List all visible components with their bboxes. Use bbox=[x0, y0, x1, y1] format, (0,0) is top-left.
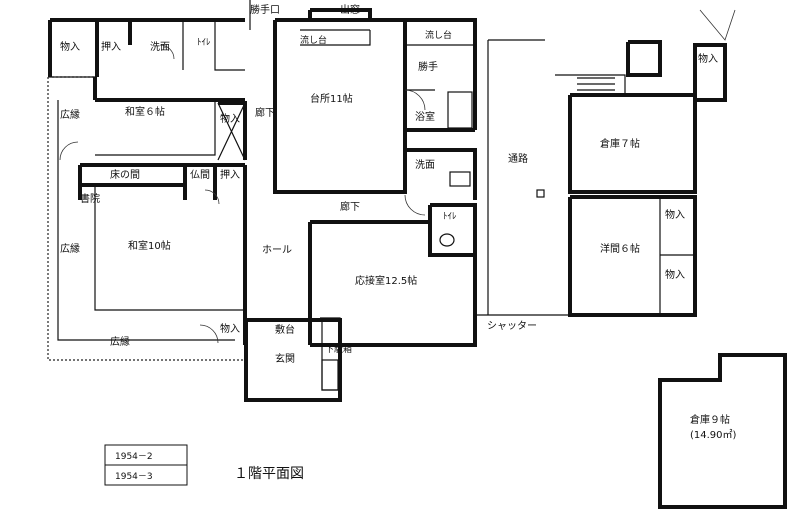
plan-title: １階平面図 bbox=[234, 466, 304, 482]
label-osetsu: 応接室12.5帖 bbox=[355, 274, 417, 287]
label-monoire-genkan: 物入 bbox=[220, 322, 240, 335]
label-toilet-top: ﾄｲﾚ bbox=[197, 38, 211, 48]
label-katte: 勝手 bbox=[418, 60, 438, 73]
label-toilet-mid: ﾄｲﾚ bbox=[443, 212, 457, 222]
label-shikidai: 敷台 bbox=[275, 323, 295, 336]
label-butsuma: 仏間 bbox=[190, 169, 210, 181]
label-shoin: 書院 bbox=[80, 192, 100, 205]
label-roka-2: 廊下 bbox=[340, 200, 360, 213]
left-wing-walls bbox=[47, 18, 247, 361]
label-oshiire-mid: 押入 bbox=[220, 168, 240, 181]
label-tokonoma: 床の間 bbox=[110, 168, 140, 181]
label-nagashidai-right: 流し台 bbox=[425, 29, 452, 41]
stamp-line-1: 1954－2 bbox=[115, 452, 153, 462]
label-youma6: 洋間６帖 bbox=[600, 242, 640, 255]
label-souko7: 倉庫７帖 bbox=[600, 137, 640, 150]
door-swings bbox=[59, 44, 426, 344]
label-getabako: 下駄箱 bbox=[325, 343, 352, 355]
label-yokushitsu: 浴室 bbox=[415, 110, 435, 123]
label-hall: ホール bbox=[262, 244, 292, 256]
label-souko9: 倉庫９帖 bbox=[690, 413, 730, 426]
stamp-line-2: 1954－3 bbox=[115, 472, 153, 482]
label-hiroen-1: 広縁 bbox=[60, 108, 80, 121]
label-souko9-area: (14.90㎡) bbox=[690, 429, 737, 441]
label-genkan: 玄関 bbox=[275, 352, 295, 365]
label-hiroen-2: 広縁 bbox=[60, 242, 80, 255]
right-wing-walls bbox=[475, 9, 787, 509]
label-monoire-topright: 物入 bbox=[698, 52, 718, 65]
label-demado: 出窓 bbox=[340, 3, 360, 16]
label-shutter: シャッター bbox=[487, 320, 537, 332]
label-katte-guchi: 勝手口 bbox=[250, 3, 280, 16]
label-monoire-mid: 物入 bbox=[220, 112, 240, 125]
label-washitsu6: 和室６帖 bbox=[125, 105, 165, 118]
label-monoire-yoma-1: 物入 bbox=[665, 208, 685, 221]
label-roka-1: 廊下 bbox=[255, 106, 275, 119]
label-monoire-left: 物入 bbox=[60, 40, 80, 53]
label-tsuro: 通路 bbox=[508, 152, 528, 165]
label-senmen-mid: 洗面 bbox=[415, 159, 435, 171]
label-hiroen-3: 広縁 bbox=[110, 335, 130, 348]
label-oshiire-push: 押入 bbox=[101, 40, 121, 53]
label-washitsu10: 和室10帖 bbox=[128, 239, 171, 252]
center-walls bbox=[244, 0, 477, 402]
label-monoire-yoma-2: 物入 bbox=[665, 268, 685, 281]
label-nagashidai-left: 流し台 bbox=[300, 34, 327, 46]
label-senmen-top: 洗面 bbox=[150, 41, 170, 53]
label-daidokoro: 台所11帖 bbox=[310, 92, 353, 105]
